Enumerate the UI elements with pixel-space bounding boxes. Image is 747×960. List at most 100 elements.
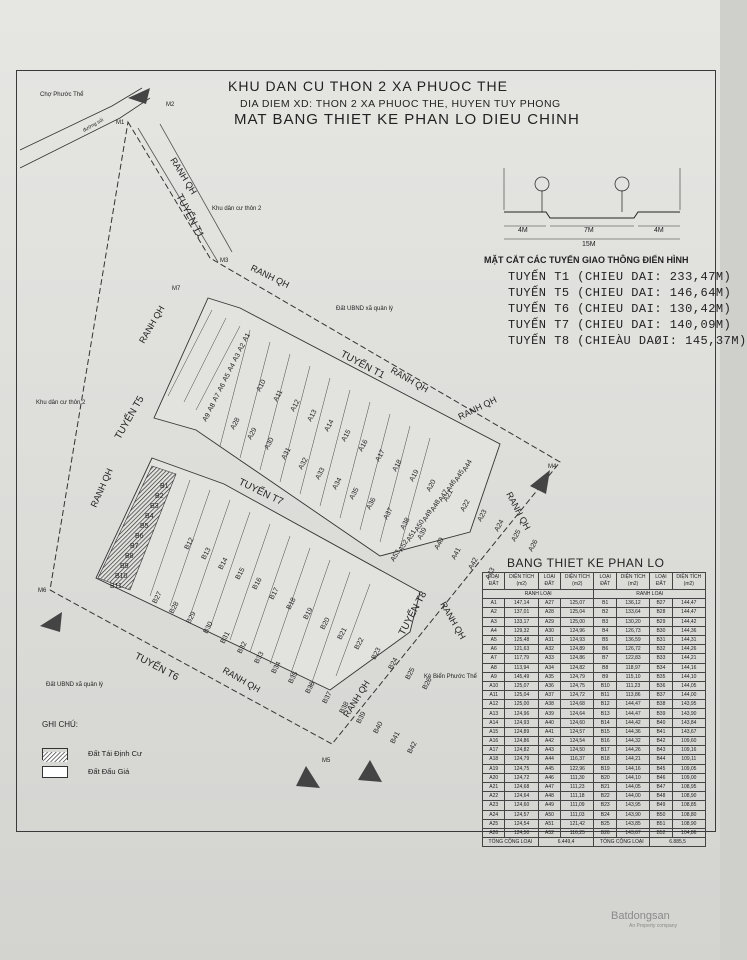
lot-label: A7 [212,392,222,403]
table-cell: A14 [481,717,506,728]
route-t1: TUYẾN T1 (CHIEU DAI: 233,47M) [508,270,732,284]
lot-label: B1 [160,483,169,490]
table-cell: A23 [481,800,506,811]
table-cell: B35 [649,671,673,682]
lot-label: A2 [237,342,247,353]
dim-4m-left: 4M [518,227,528,234]
total-left-label: TỔNG CỘNG LOẠI [482,837,539,848]
table-cell: 109,16 [671,745,707,756]
table-cell: A49 [537,800,562,811]
watermark-brand: Batdongsan [611,910,670,922]
table-cell: 109,05 [671,763,707,774]
table-cell: A41 [537,726,562,738]
table-cell: 136,59 [615,634,651,646]
point-m6: M6 [38,588,47,594]
label-ranh-1: RANH QH [168,156,198,197]
table-cell: B1 [593,598,617,609]
table-cell: B42 [649,735,673,747]
table-cell: B47 [649,781,673,793]
table-cell: A27 [537,598,562,609]
table-cell: A42 [537,735,562,747]
label-tuyen-t5: TUYẾN T5 [111,393,147,442]
table-cell: 126,73 [615,625,651,636]
table-cell: A48 [537,791,562,802]
table-cell: 124,93 [560,634,595,646]
table-cell: 124,79 [560,671,595,682]
table-cell: 125,07 [560,598,595,609]
plan-title: KHU DAN CU THON 2 XA PHUOC THE [228,78,508,94]
table-cell: A36 [537,680,562,692]
legend-swatch-auction [42,766,68,778]
lot-label: A23 [477,509,489,523]
table-cell: 143,95 [615,800,651,811]
table-cell: B25 [593,818,617,829]
table-cell: B52 [649,827,673,839]
table-cell: 124,54 [560,735,595,747]
lot-label: B41 [390,731,402,745]
table-cell: A28 [537,607,562,618]
table-cell: A37 [537,690,562,701]
table-cell: 144,00 [671,690,707,701]
table-cell: A20 [481,772,506,783]
plan-location: DIA DIEM XD: THON 2 XA PHUOC THE, HUYEN … [240,98,561,110]
route-t5: TUYẾN T5 (CHIEU DAI: 146,64M) [508,286,732,300]
table-cell: B22 [593,791,617,802]
table-cell: A34 [537,662,562,673]
lot-label: B3 [150,503,159,510]
table-cell: 144,10 [615,772,651,783]
table-cell: 125,04 [560,607,595,618]
table-cell: A51 [537,818,562,829]
table-cell: A1 [481,598,506,609]
lot-label: B2 [155,493,164,500]
table-cell: 144,05 [615,781,651,793]
label-ranh-9: RANH QH [438,600,467,641]
lot-label: B25 [405,667,417,681]
lot-label: B24 [388,657,400,671]
lot-label: A26 [528,539,540,553]
table-cell: 144,26 [671,644,707,655]
table-cell: 109,00 [671,772,707,783]
legend-label-resettlement: Đất Tái Định Cư [88,749,143,758]
lot-label: B37 [322,691,334,705]
table-total-row: TỔNG CỘNG LOẠI 6.449,4 TỔNG CỘNG LOẠI 6.… [482,837,706,848]
table-cell: B38 [649,699,673,710]
table-cell: 111,18 [560,791,595,802]
table-cell: 104,86 [671,827,707,839]
lot-label: B4 [145,513,154,520]
table-cell: 144,31 [671,634,707,646]
table-cell: 124,86 [560,653,595,664]
lot-label: A8 [207,402,217,413]
lot-label: A5 [222,372,232,383]
table-cell: B34 [649,662,673,673]
table-cell: 136,12 [615,598,651,609]
table-header-cell: DIỆN TÍCH (m2) [671,572,707,590]
lot-label: B11 [110,583,122,590]
table-cell: B32 [649,644,673,655]
table-cell: 121,63 [504,644,539,655]
table-cell: 109,60 [671,735,707,747]
label-kdc1: Khu dân cư thôn 2 [212,206,262,212]
table-cell: 118,97 [615,662,651,673]
table-cell: B31 [649,634,673,646]
table-header-cell: DIỆN TÍCH (m2) [615,572,651,590]
table-cell: B15 [593,726,617,738]
total-right-label: TỔNG CỘNG LOẠI [593,837,651,848]
table-cell: B27 [649,598,673,609]
label-ranh-4: RANH QH [456,395,498,422]
tree-icon [614,176,630,212]
table-cell: 124,60 [560,717,595,728]
table-cell: 129,32 [504,625,539,636]
table-cell: B29 [649,616,673,627]
table-cell: 124,50 [504,827,539,839]
label-kdc2: Khu dân cư thôn 2 [36,400,86,406]
table-header-cell: LOẠI ĐẤT [649,572,673,590]
table-cell: B45 [649,763,673,774]
